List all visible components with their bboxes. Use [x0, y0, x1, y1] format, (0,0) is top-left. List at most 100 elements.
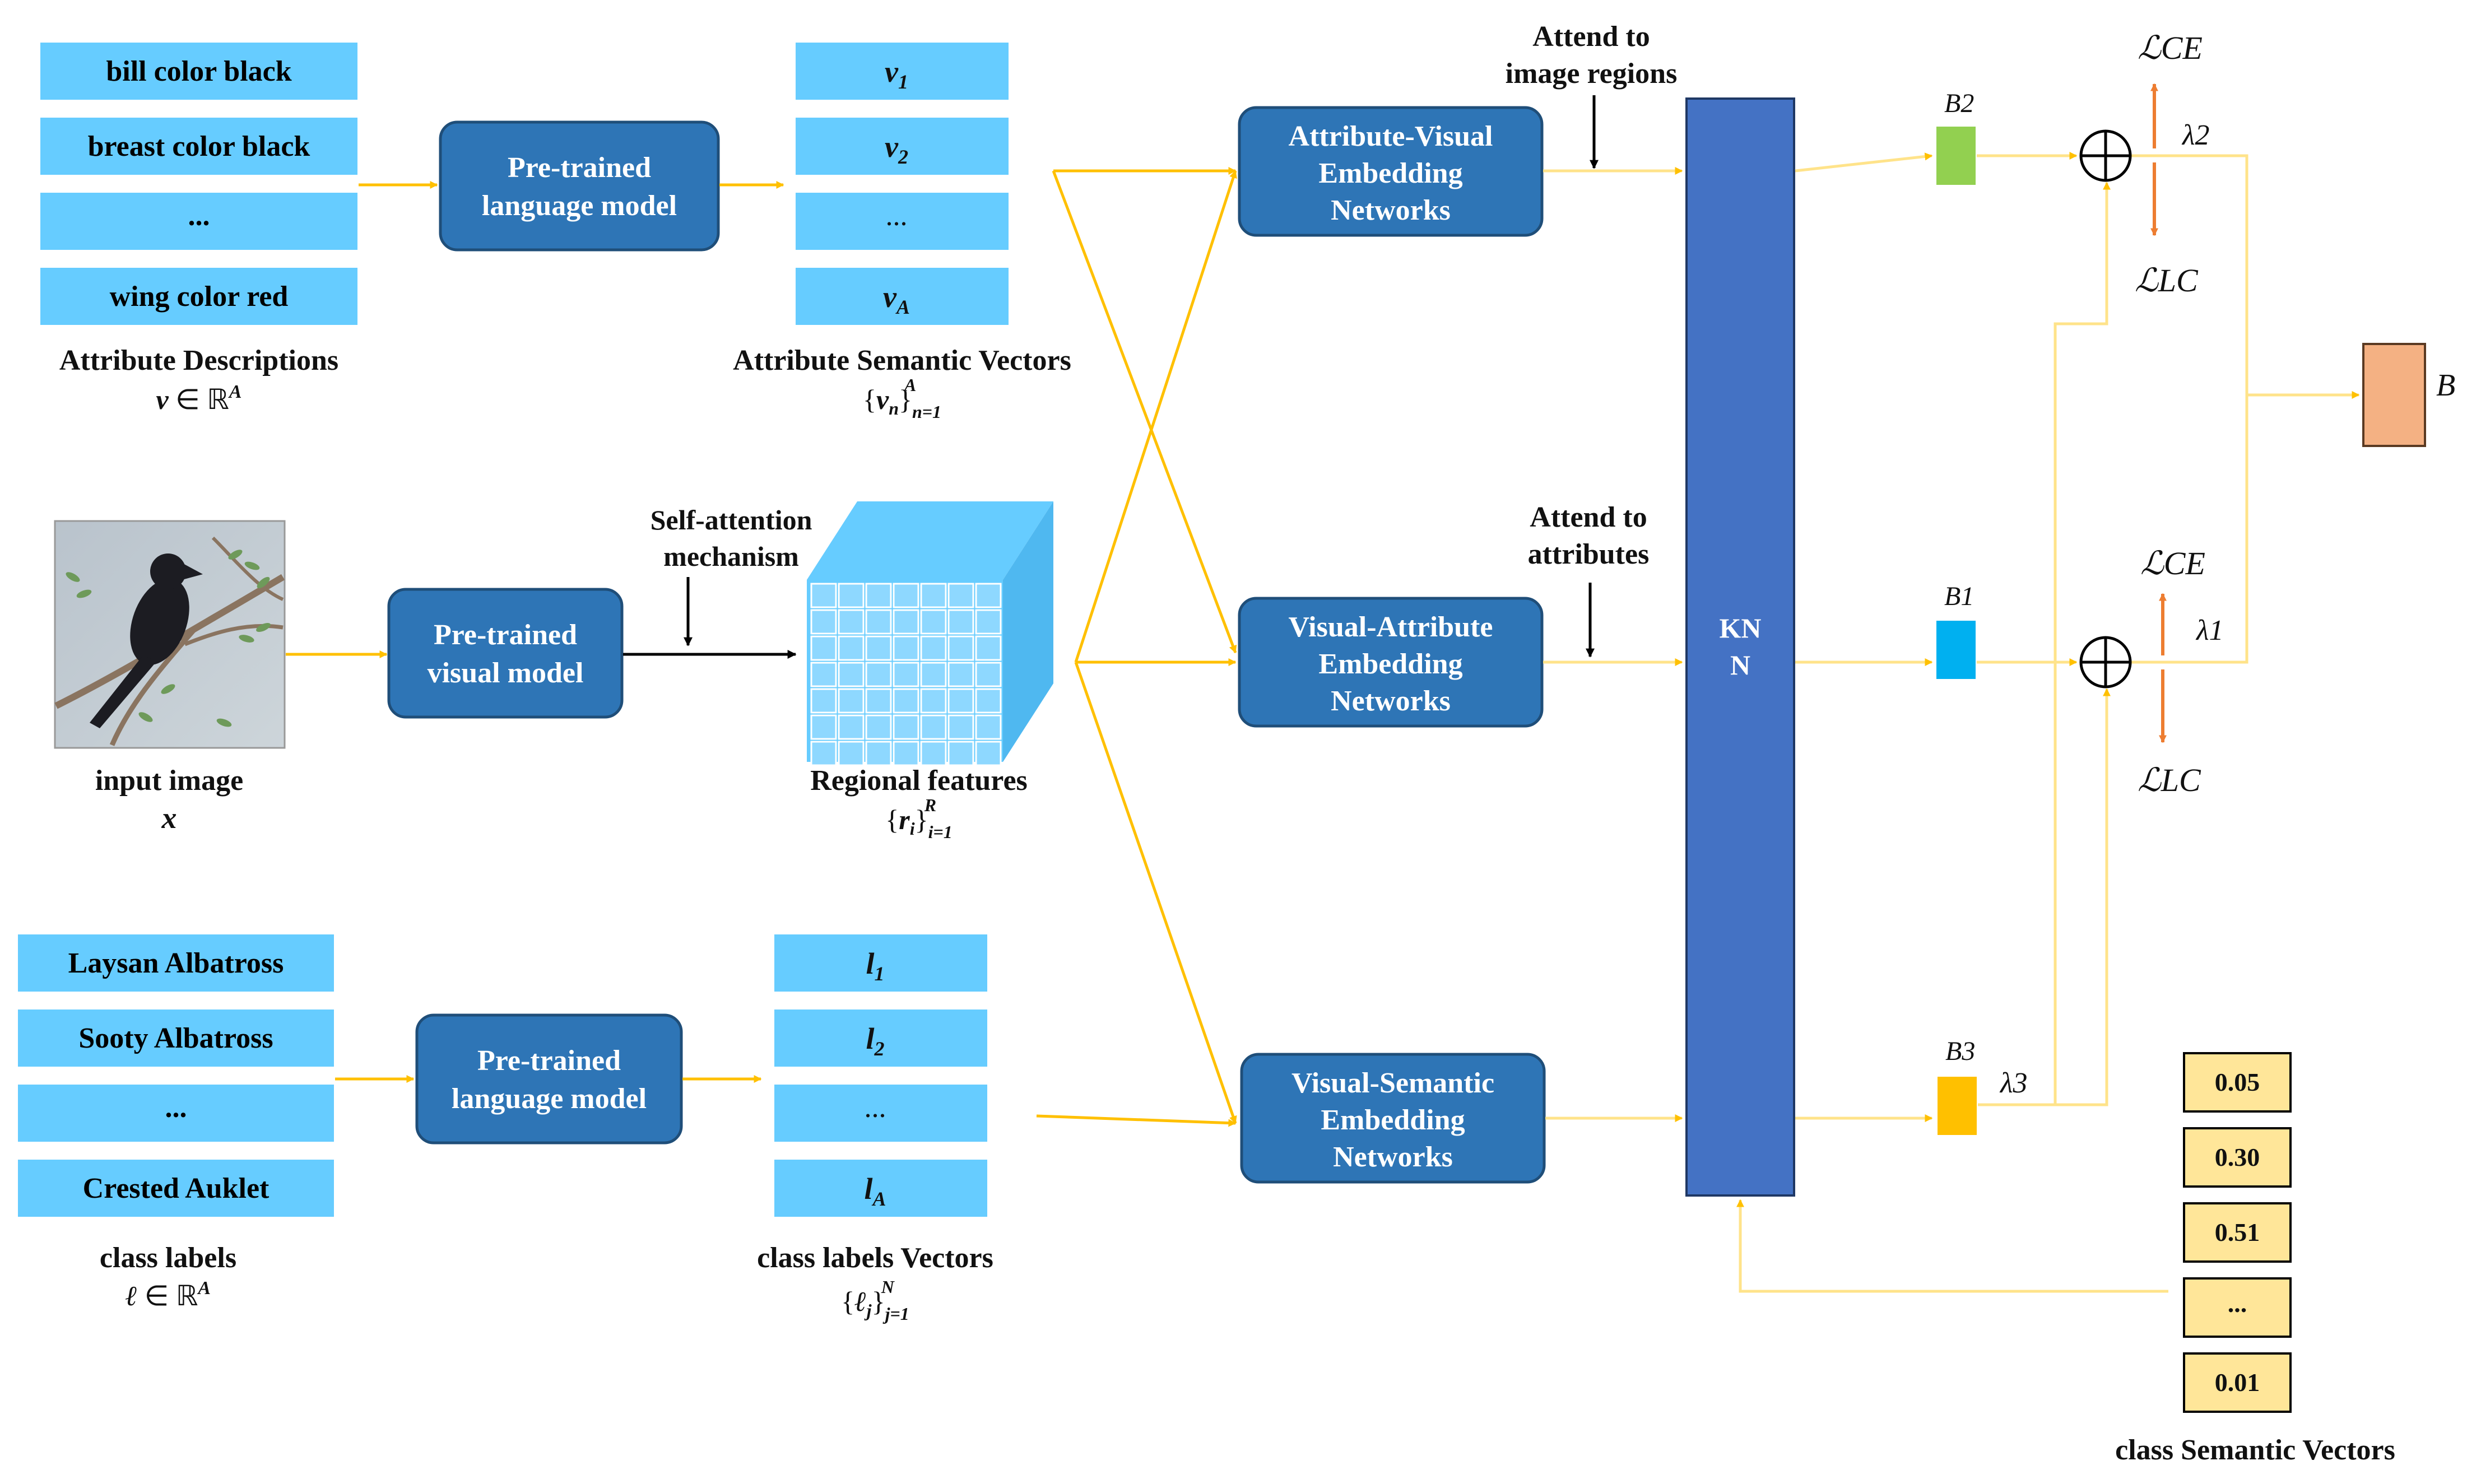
class-language-model: Pre-trained language model — [415, 1013, 683, 1145]
regional-feature-cell — [838, 688, 865, 714]
regional-feature-cell — [810, 741, 837, 766]
visual-attribute-embedding-network: Visual-Attribute Embedding Networks — [1238, 597, 1544, 728]
class-vectors-caption-math: {ℓj}j=1N — [841, 1277, 909, 1324]
svg-text:mechanism: mechanism — [663, 541, 799, 572]
attribute-text-2: breast color black — [88, 131, 310, 162]
svg-text:...: ... — [165, 1092, 187, 1124]
attribute-text-1: bill color black — [106, 55, 291, 87]
regional-feature-cell — [947, 662, 974, 687]
class-semantic-caption: class Semantic Vectors — [2115, 1434, 2395, 1466]
loss-lc-top: ℒLC — [2135, 262, 2199, 299]
regional-feature-cell — [810, 688, 837, 714]
regional-feature-cell — [893, 741, 919, 766]
regional-feature-cell — [838, 583, 865, 608]
svg-text:l2: l2 — [866, 1022, 884, 1060]
regional-feature-cell — [920, 688, 947, 714]
sum-node-bottom — [2079, 636, 2132, 688]
regional-feature-cell — [947, 609, 974, 635]
regional-feature-cell — [838, 635, 865, 661]
attribute-text-3: ... — [188, 200, 210, 232]
svg-text:visual model: visual model — [428, 657, 584, 689]
svg-text:Pre-trained: Pre-trained — [477, 1045, 621, 1077]
regional-feature-cell — [865, 609, 892, 635]
svg-text:0.51: 0.51 — [2215, 1218, 2260, 1246]
visual-semantic-embedding-network: Visual-Semantic Embedding Networks — [1240, 1053, 1546, 1184]
regional-feature-cell — [920, 662, 947, 687]
lambda2-label: λ2 — [2181, 119, 2210, 151]
regional-feature-cell — [838, 714, 865, 740]
regional-feature-cell — [893, 635, 919, 661]
attribute-caption: Attribute Descriptions — [59, 345, 338, 376]
regional-feature-cell — [810, 714, 837, 740]
svg-text:attributes: attributes — [1528, 538, 1650, 570]
regional-feature-cell — [920, 741, 947, 766]
regional-feature-cell — [947, 688, 974, 714]
svg-text:Attend to: Attend to — [1530, 501, 1647, 533]
svg-text:Crested Auklet: Crested Auklet — [83, 1173, 270, 1204]
attribute-box-1 — [40, 43, 357, 100]
regional-feature-cell — [865, 583, 892, 608]
regional-feature-cell — [893, 609, 919, 635]
regional-caption: Regional features — [810, 765, 1028, 797]
input-image-caption-math: x — [161, 801, 177, 835]
b3-box: B3 — [1938, 1036, 1977, 1135]
attr-vectors-caption: Attribute Semantic Vectors — [733, 345, 1071, 376]
svg-text:language model: language model — [452, 1083, 647, 1115]
loss-ce-top: ℒCE — [2138, 30, 2203, 66]
regional-feature-cell — [893, 688, 919, 714]
attribute-caption-math: v ∈ ℝA — [156, 382, 241, 415]
attribute-box-3 — [40, 193, 357, 250]
regional-feature-cell — [920, 635, 947, 661]
knn-block: KN N — [1685, 97, 1795, 1197]
self-attention-label: Self-attention mechanism — [651, 504, 812, 646]
svg-text:0.05: 0.05 — [2215, 1068, 2260, 1096]
class-vectors-caption: class labels Vectors — [757, 1242, 993, 1274]
svg-text:Sooty Albatross: Sooty Albatross — [78, 1022, 273, 1054]
attribute-language-model: Pre-trained language model — [439, 120, 720, 252]
regional-feature-cell — [947, 635, 974, 661]
class-labels: Laysan Albatross Sooty Albatross ... Cre… — [18, 934, 334, 1311]
svg-text:Attend to: Attend to — [1532, 21, 1650, 53]
svg-text:Embedding: Embedding — [1318, 157, 1462, 189]
regional-feature-cell — [920, 583, 947, 608]
svg-text:Laysan Albatross: Laysan Albatross — [68, 947, 284, 979]
regional-feature-cell — [810, 583, 837, 608]
regional-feature-cell — [865, 714, 892, 740]
svg-text:0.30: 0.30 — [2215, 1143, 2260, 1171]
regional-feature-cell — [893, 662, 919, 687]
class-labels-caption-math: ℓ ∈ ℝA — [126, 1278, 211, 1311]
loss-arrows-top: ℒCE ℒLC — [2135, 30, 2203, 299]
svg-text:Pre-trained: Pre-trained — [434, 619, 577, 651]
svg-text:v2: v2 — [885, 130, 908, 168]
input-image-caption: input image — [95, 765, 243, 797]
svg-text:Embedding: Embedding — [1321, 1104, 1465, 1136]
regional-feature-cell — [975, 609, 1002, 635]
regional-feature-cell — [947, 741, 974, 766]
regional-feature-cell — [975, 714, 1002, 740]
svg-text:Visual-Semantic: Visual-Semantic — [1291, 1067, 1494, 1099]
regional-feature-cell — [920, 609, 947, 635]
regional-feature-cell — [975, 741, 1002, 766]
svg-text:B3: B3 — [1945, 1036, 1975, 1066]
svg-text:lA: lA — [864, 1172, 886, 1210]
svg-text:Visual-Attribute: Visual-Attribute — [1289, 611, 1493, 643]
b2-box: B2 — [1936, 89, 1976, 185]
svg-text:vA: vA — [883, 280, 910, 318]
svg-text:N: N — [1730, 649, 1750, 681]
regional-feature-cell — [838, 741, 865, 766]
svg-text:v1: v1 — [885, 55, 908, 93]
input-image: input image x — [54, 520, 286, 835]
loss-lc-bottom: ℒLC — [2138, 762, 2201, 798]
attend-image-regions-label: Attend to image regions — [1506, 21, 1677, 169]
svg-text:Networks: Networks — [1333, 1141, 1453, 1173]
svg-text:Networks: Networks — [1331, 685, 1451, 717]
knn-to-output-arrows — [1795, 152, 1933, 1122]
regional-feature-cell — [810, 635, 837, 661]
regional-features-caption-group: Regional features {ri}i=1R — [810, 765, 1028, 842]
svg-text:B1: B1 — [1944, 581, 1974, 611]
svg-text:Attribute-Visual: Attribute-Visual — [1289, 120, 1493, 152]
regional-feature-cell — [975, 635, 1002, 661]
crossing-connectors — [1036, 167, 1237, 1127]
svg-text:...: ... — [865, 1092, 886, 1124]
attend-attributes-label: Attend to attributes — [1528, 501, 1650, 658]
